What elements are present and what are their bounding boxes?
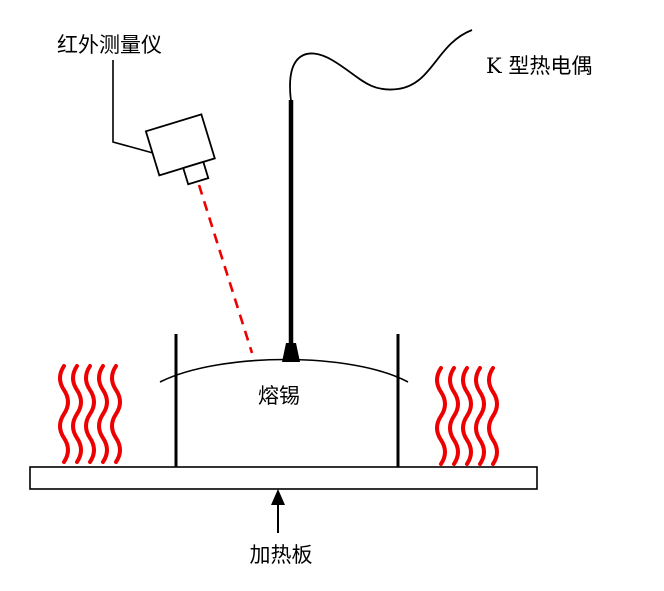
heat-waves-left xyxy=(58,364,122,464)
thermocouple-tip xyxy=(282,343,300,362)
heat-wave-line xyxy=(84,364,96,464)
heat-waves-right xyxy=(435,366,499,466)
heat-wave-line xyxy=(448,366,460,466)
heating-plate xyxy=(29,466,538,490)
heat-wave-line xyxy=(71,364,83,464)
heat-wave-line xyxy=(110,364,122,464)
thermocouple-label: K 型热电偶 xyxy=(486,54,592,78)
infrared-leader-line xyxy=(112,60,154,154)
heat-wave-line xyxy=(461,366,473,466)
heat-wave-line xyxy=(474,366,486,466)
heat-wave-line xyxy=(435,366,447,466)
heat-wave-line xyxy=(58,364,70,464)
solder-label: 熔锡 xyxy=(258,384,300,408)
heater-label: 加热板 xyxy=(250,543,313,567)
heat-wave-line xyxy=(97,364,109,464)
infrared-camera xyxy=(144,113,216,186)
heater-arrow xyxy=(271,489,285,533)
heater-arrow-head xyxy=(271,489,285,505)
solder-dome xyxy=(159,358,409,383)
thermocouple-wire xyxy=(289,29,473,102)
infrared-meter-label: 红外测量仪 xyxy=(57,33,162,57)
heat-wave-line xyxy=(487,366,499,466)
laser-beam-dashed-line xyxy=(197,184,254,354)
infrared-camera-lens xyxy=(182,160,210,186)
